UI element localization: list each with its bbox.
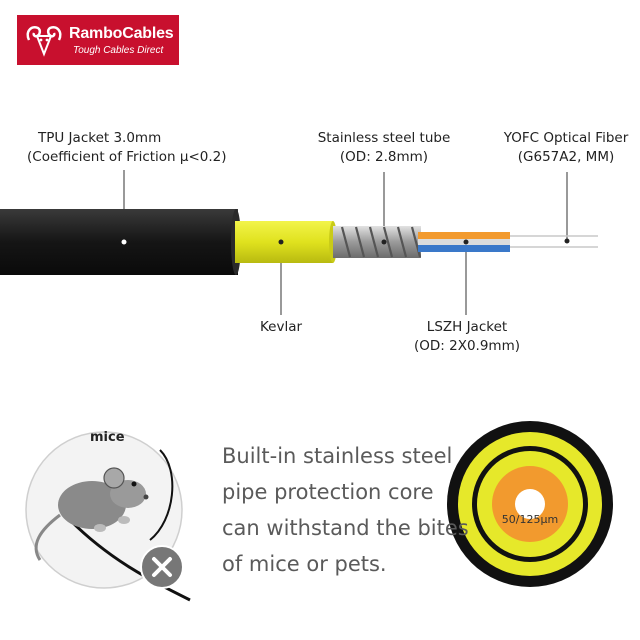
kevlar-label: Kevlar xyxy=(259,319,303,335)
brand-name: RamboCables xyxy=(69,25,174,42)
fiber-label: YOFC Optical Fiber (G657A2, MM) xyxy=(496,129,636,167)
fiber-blue xyxy=(418,244,510,252)
steel-marker-dot xyxy=(381,239,387,245)
tpu-jacket xyxy=(0,209,238,275)
steel-label-line1: Stainless steel tube xyxy=(317,130,451,146)
lszh-marker-dot xyxy=(463,239,469,245)
tpu-label-line1: TPU Jacket 3.0mm xyxy=(38,130,162,146)
mice-cable-2 xyxy=(149,449,174,541)
close-icon xyxy=(152,557,172,577)
lszh-label: LSZH Jacket (OD: 2X0.9mm) xyxy=(402,318,532,356)
feature-line-4: of mice or pets. xyxy=(222,552,387,576)
brand-tagline: Tough Cables Direct xyxy=(73,45,164,56)
tpu-label-line2: (Coefficient of Friction μ<0.2) xyxy=(27,149,227,165)
fiber-label-line1: YOFC Optical Fiber xyxy=(503,130,629,146)
fiber-label-line2: (G657A2, MM) xyxy=(517,149,615,165)
core-size-label: 50/125μm xyxy=(501,513,559,526)
kevlar-layer xyxy=(235,221,333,263)
fiber-marker-dot xyxy=(564,238,570,244)
fiber-orange xyxy=(418,232,510,240)
mice-label: mice xyxy=(90,430,125,445)
steel-label-line2: (OD: 2.8mm) xyxy=(339,149,429,165)
feature-line-3: can withstand the bites xyxy=(222,516,469,540)
feature-line-1: Built-in stainless steel xyxy=(222,444,453,468)
feature-line-2: pipe protection core xyxy=(222,480,434,504)
kevlar-marker-dot xyxy=(278,239,284,245)
tpu-label: TPU Jacket 3.0mm (Coefficient of Frictio… xyxy=(27,129,227,167)
brand-logo: RamboCables Tough Cables Direct xyxy=(17,15,179,65)
cross-section-core xyxy=(515,489,545,519)
feature-description: Built-in stainless steel pipe protection… xyxy=(222,438,469,582)
steel-label: Stainless steel tube (OD: 2.8mm) xyxy=(312,129,456,167)
lszh-label-line1: LSZH Jacket xyxy=(426,319,508,335)
ram-head-icon xyxy=(26,26,62,57)
tpu-marker-dot xyxy=(121,239,127,245)
mouse-icon xyxy=(34,467,149,561)
mice-cable xyxy=(68,518,191,602)
lszh-label-line2: (OD: 2X0.9mm) xyxy=(413,338,520,354)
